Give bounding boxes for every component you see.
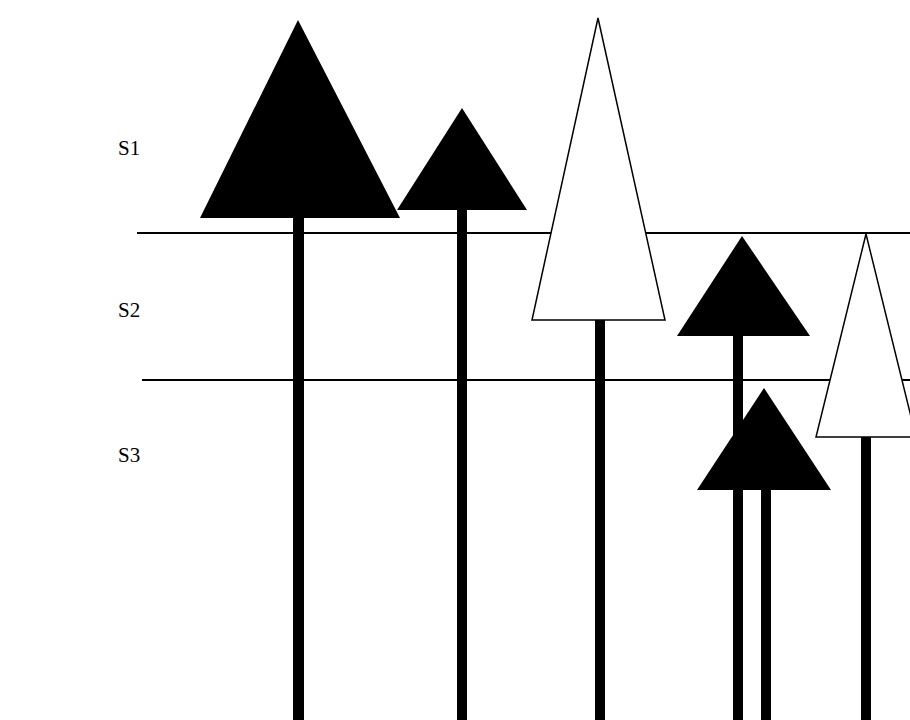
tree-stem [761,485,771,720]
tree-crown [697,388,831,490]
stratum-label: S1 [118,138,140,159]
stratum-boundary [142,379,910,381]
tree-crown [532,18,665,320]
stratum-boundary [137,232,910,234]
tree-crown [397,108,527,210]
tree-stem [457,205,467,720]
tree-crown [677,236,810,336]
tree-stem [733,330,743,720]
tree-stem [293,210,304,720]
stratum-label: S3 [118,445,140,466]
stratum-label: S2 [118,300,140,321]
tree-crown [816,234,910,437]
tree-stem [861,435,871,720]
tree-stem [595,318,605,720]
tree-crown [200,20,400,218]
